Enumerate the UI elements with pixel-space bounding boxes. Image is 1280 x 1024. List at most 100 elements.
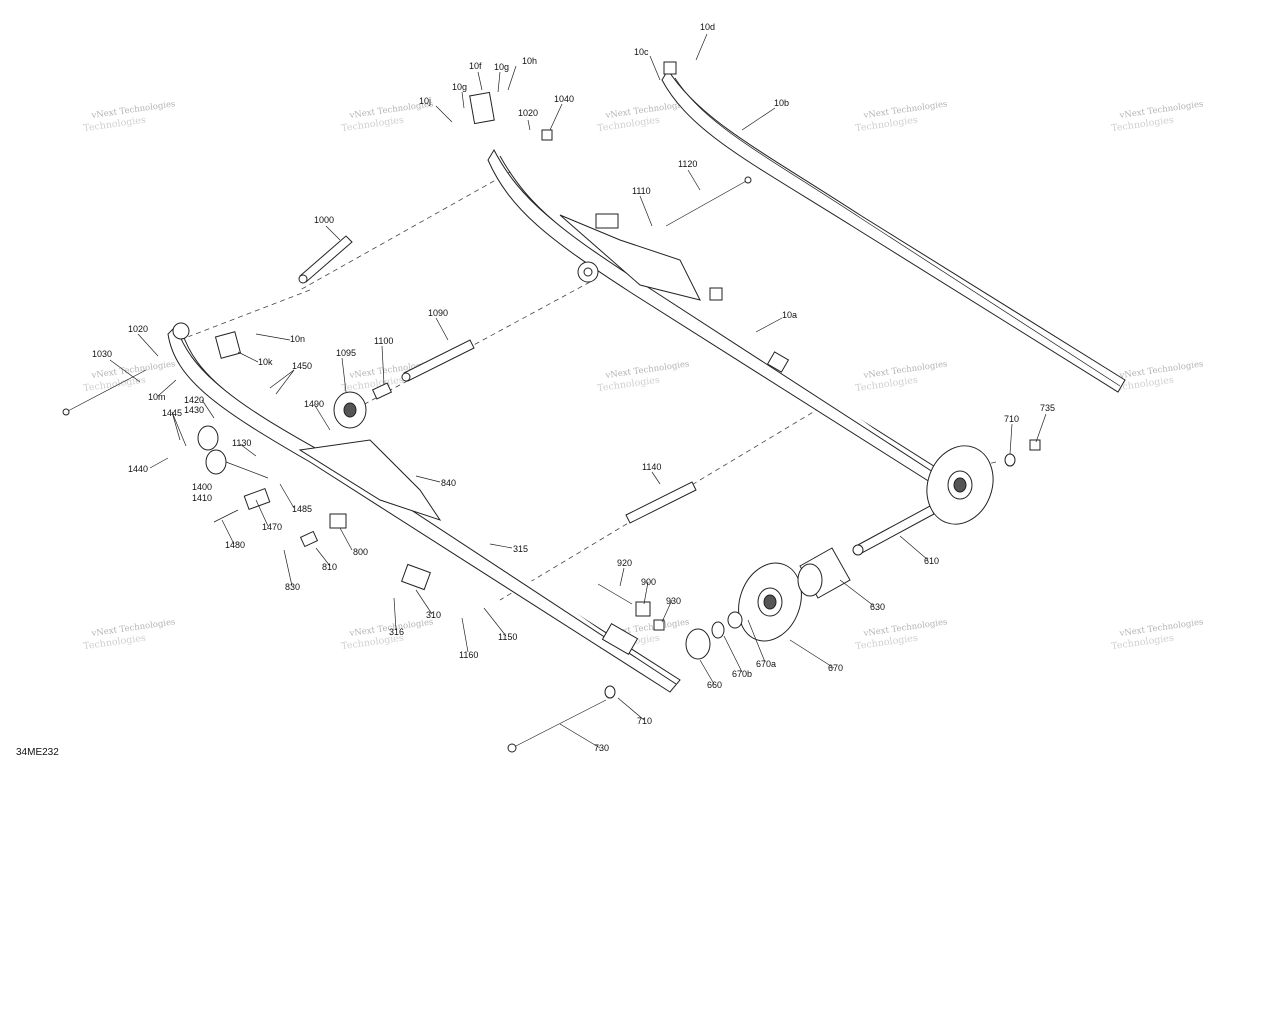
clip-930 — [653, 619, 665, 631]
callout-10h: 10h — [522, 56, 537, 66]
suspension-rail-10a — [487, 148, 941, 483]
watermark: vNext Technologies Technologies — [83, 99, 176, 134]
nut-1040 — [541, 129, 553, 141]
shaft-1090 — [401, 339, 475, 382]
callout-1120: 1120 — [678, 159, 697, 169]
axle-610 — [852, 505, 935, 556]
wheel-right-rear — [926, 445, 994, 525]
block-10k — [214, 331, 242, 359]
callout-735: 735 — [1040, 403, 1055, 413]
bracket-1470 — [243, 488, 271, 510]
shafts — [62, 176, 935, 753]
callout-10m: 10m — [148, 392, 166, 402]
callout-10b: 10b — [774, 98, 789, 108]
springs-1400 — [197, 425, 269, 479]
callout-800: 800 — [353, 547, 368, 557]
callout-1020: 1020 — [518, 108, 538, 118]
callout-1430: 1430 — [184, 405, 204, 415]
callout-315: 315 — [513, 544, 528, 554]
watermark: vNext Technologies Technologies — [1111, 359, 1204, 394]
rail-slide-10b — [661, 61, 1126, 393]
callout-1420: 1420 — [184, 395, 204, 405]
callout-10j: 10j — [419, 96, 431, 106]
callout-1100: 1100 — [374, 336, 393, 346]
callout-1160: 1160 — [459, 650, 478, 660]
bearing-670a — [727, 611, 743, 629]
callout-1020: 1020 — [128, 324, 148, 334]
hub-660 — [685, 628, 711, 660]
axle-730 — [507, 699, 607, 753]
callout-10d: 10d — [700, 22, 715, 32]
callout-670b: 670b — [732, 669, 752, 679]
wheels — [197, 91, 1041, 699]
callout-670a: 670a — [756, 659, 776, 669]
callout-1410: 1410 — [192, 493, 212, 503]
dashed-line — [499, 407, 821, 601]
shaft-1120 — [665, 176, 752, 227]
watermark: vNext Technologies Technologies — [855, 99, 948, 134]
callout-10c: 10c — [634, 47, 649, 57]
callout-610: 610 — [924, 556, 939, 566]
clamp-900 — [635, 601, 651, 617]
callout-1490: 1490 — [304, 399, 324, 409]
shaft-1140 — [625, 481, 697, 524]
spacer-630 — [797, 547, 851, 599]
suspension-rail-left — [167, 322, 681, 693]
leader-lines — [109, 33, 1047, 749]
slider-310 — [401, 563, 431, 591]
callout-10g: 10g — [494, 62, 509, 72]
watermark: vNext Technologies Technologies — [597, 99, 690, 134]
callout-670: 670 — [828, 663, 843, 673]
nut-735 — [1029, 439, 1041, 451]
watermark: vNext Technologies Technologies — [597, 359, 690, 394]
bushing-1100 — [371, 382, 393, 400]
callout-1485: 1485 — [292, 504, 312, 514]
watermark: vNext Technologies Technologies — [855, 617, 948, 652]
callout-1445: 1445 — [162, 408, 182, 418]
dashed-line — [184, 289, 311, 339]
callout-10f: 10f — [469, 61, 482, 71]
callout-1130: 1130 — [232, 438, 251, 448]
idler-wheel-1095 — [333, 391, 367, 429]
callout-630: 630 — [870, 602, 885, 612]
shaft-1000 — [298, 235, 353, 284]
callout-730: 730 — [594, 743, 609, 753]
callout-316: 316 — [389, 627, 404, 637]
callout-710: 710 — [1004, 414, 1019, 424]
callout-1400: 1400 — [192, 482, 212, 492]
watermark: vNext Technologies Technologies — [1111, 617, 1204, 652]
callout-830: 830 — [285, 582, 300, 592]
callout-900: 900 — [641, 577, 656, 587]
watermark: vNext Technologies Technologies — [855, 359, 948, 394]
diagram-reference-code: 34ME232 — [16, 747, 59, 758]
callout-1480: 1480 — [225, 540, 245, 550]
callout-930: 930 — [666, 596, 681, 606]
callout-1150: 1150 — [498, 632, 517, 642]
stopper-10f — [469, 91, 495, 125]
watermark: vNext Technologies Technologies — [341, 617, 434, 652]
callout-1470: 1470 — [262, 522, 282, 532]
callout-710: 710 — [637, 716, 652, 726]
watermark-group: vNext Technologies Technologies vNext Te… — [83, 99, 1204, 652]
wheel-670 — [738, 562, 802, 642]
washer-710 — [604, 453, 1016, 699]
bolt-1480 — [213, 509, 239, 523]
callout-310: 310 — [426, 610, 441, 620]
watermark: vNext Technologies Technologies — [83, 359, 176, 394]
callout-1090: 1090 — [428, 308, 448, 318]
callout-10a: 10a — [782, 310, 797, 320]
callout-10k: 10k — [258, 357, 273, 367]
callout-1000: 1000 — [314, 215, 334, 225]
bracket-800 — [329, 513, 347, 529]
bushing-810 — [299, 530, 319, 548]
callout-1040: 1040 — [554, 94, 574, 104]
bolt-920 — [597, 583, 633, 605]
dashed-line — [299, 171, 511, 291]
callout-10n: 10n — [290, 334, 305, 344]
callout-1440: 1440 — [128, 464, 148, 474]
callout-labels: 10d 10c 10f 10g 10h 10g 10j 1020 1040 10… — [92, 22, 1055, 753]
callout-840: 840 — [441, 478, 456, 488]
callout-10g: 10g — [452, 82, 467, 92]
watermark: vNext Technologies Technologies — [1111, 99, 1204, 134]
